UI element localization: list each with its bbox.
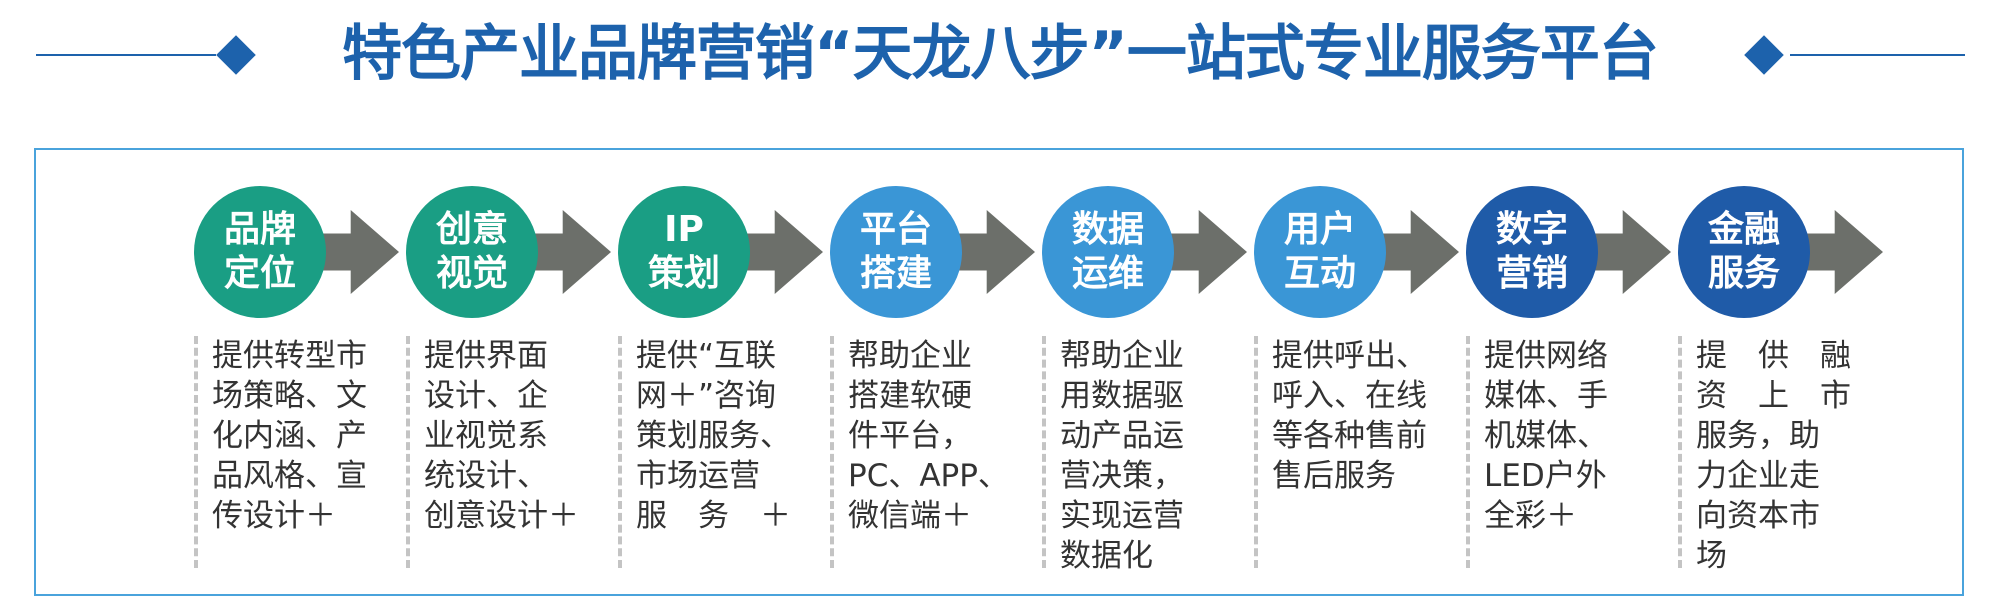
title-line-left [36, 54, 216, 56]
step-description-line: 策划服务、 [636, 418, 791, 454]
step-circle: 金融服务 [1678, 186, 1810, 318]
step-8: 金融服务提 供 融资 上 市服务，助力企业走向资本市场 [1678, 186, 1888, 574]
step-description: 帮助企业搭建软硬件平台， PC、APP、微信端＋ [830, 336, 1030, 568]
step-description-line: LED户外 [1484, 458, 1607, 494]
step-name-line: 运维 [1071, 253, 1144, 294]
step-description-line: 场 [1696, 538, 1727, 574]
title-line-right [1790, 54, 1965, 56]
step-description-line: 创意设计＋ [424, 498, 579, 534]
diamond-icon-right [1744, 35, 1784, 75]
step-description-line: 提供界面 [424, 338, 548, 374]
step-name-line: 创意 [435, 209, 508, 250]
step-description-line: 传设计＋ [212, 498, 336, 534]
step-name-line: 定位 [223, 253, 296, 294]
step-name-line: 数据 [1071, 209, 1144, 250]
step-description-line: 化内涵、产 [212, 418, 367, 454]
step-description-line: 业视觉系 [424, 418, 548, 454]
step-circle: 创意视觉 [406, 186, 538, 318]
step-description-line: 统设计、 [424, 458, 548, 494]
step-description-line: 品风格、宣 [212, 458, 367, 494]
step-description-line: 数据化 [1060, 538, 1153, 574]
step-description-line: 机媒体、 [1484, 418, 1608, 454]
step-name-line: 金融 [1707, 209, 1780, 250]
step-description: 提供界面设计、企业视觉系统设计、创意设计＋ [406, 336, 606, 568]
step-description-line: 设计、企 [424, 378, 548, 414]
step-name-line: IP [664, 209, 704, 250]
step-description: 提供“互联网＋”咨询策划服务、市场运营服 务 ＋ [618, 336, 818, 568]
step-name-line: 策划 [647, 253, 720, 294]
step-description-line: 提供转型市 [212, 338, 367, 374]
step-description-line: 提供“互联 [636, 338, 777, 374]
step-description: 提供网络媒体、手机媒体、 LED户外全彩＋ [1466, 336, 1666, 568]
step-circle: 数据运维 [1042, 186, 1174, 318]
step-description-line: 帮助企业 [1060, 338, 1184, 374]
step-circle: 数字营销 [1466, 186, 1598, 318]
step-4: 平台搭建帮助企业搭建软硬件平台， PC、APP、微信端＋ [830, 186, 1040, 568]
step-description-line: 动产品运 [1060, 418, 1184, 454]
step-name-line: 互动 [1283, 253, 1356, 294]
step-description-line: 提 供 融 [1696, 338, 1851, 374]
step-description: 提 供 融资 上 市服务，助力企业走向资本市场 [1678, 336, 1878, 574]
step-description-line: 场策略、文 [212, 378, 367, 414]
step-6: 用户互动提供呼出、呼入、在线等各种售前售后服务 [1254, 186, 1464, 568]
step-name-line: 搭建 [859, 253, 932, 294]
step-description-line: 向资本市 [1696, 498, 1820, 534]
step-circle: 平台搭建 [830, 186, 962, 318]
step-7: 数字营销提供网络媒体、手机媒体、 LED户外全彩＋ [1466, 186, 1676, 568]
step-description: 提供呼出、呼入、在线等各种售前售后服务 [1254, 336, 1454, 568]
step-name-line: 服务 [1707, 253, 1780, 294]
step-name-line: 视觉 [435, 253, 508, 294]
step-1: 品牌定位提供转型市场策略、文化内涵、产品风格、宣传设计＋ [194, 186, 404, 568]
step-5: 数据运维帮助企业用数据驱动产品运营决策， 实现运营数据化 [1042, 186, 1252, 574]
page-title: 特色产业品牌营销“天龙八步”一站式专业服务平台 [342, 19, 1659, 89]
step-description-line: 提供网络 [1484, 338, 1608, 374]
step-description-line: 市场运营 [636, 458, 760, 494]
step-description-line: 微信端＋ [848, 498, 972, 534]
step-description: 帮助企业用数据驱动产品运营决策， 实现运营数据化 [1042, 336, 1242, 574]
step-description-line: 实现运营 [1060, 498, 1184, 534]
title-row: 特色产业品牌营销“天龙八步”一站式专业服务平台 [0, 0, 2000, 110]
step-description-line: 搭建软硬 [848, 378, 972, 414]
step-description-line: 媒体、手 [1484, 378, 1608, 414]
step-description-line: 全彩＋ [1484, 498, 1577, 534]
step-description-line: 用数据驱 [1060, 378, 1184, 414]
step-description-line: 件平台， [848, 418, 972, 454]
step-description: 提供转型市场策略、文化内涵、产品风格、宣传设计＋ [194, 336, 394, 568]
diamond-icon-left [216, 35, 256, 75]
step-description-line: 服 务 ＋ [636, 498, 791, 534]
step-description-line: 服务，助 [1696, 418, 1820, 454]
step-name-line: 用户 [1283, 209, 1356, 250]
step-description-line: 提供呼出、 [1272, 338, 1427, 374]
step-description-line: 呼入、在线 [1272, 378, 1427, 414]
step-name-line: 平台 [859, 209, 932, 250]
step-description-line: 等各种售前 [1272, 418, 1427, 454]
step-name-line: 营销 [1495, 253, 1568, 294]
step-description-line: 力企业走 [1696, 458, 1820, 494]
step-name-line: 数字 [1495, 209, 1568, 250]
steps-panel: 品牌定位提供转型市场策略、文化内涵、产品风格、宣传设计＋创意视觉提供界面设计、企… [34, 148, 1964, 596]
step-circle: 用户互动 [1254, 186, 1386, 318]
step-description-line: PC、APP、 [848, 458, 1009, 494]
step-description-line: 售后服务 [1272, 458, 1396, 494]
step-description-line: 帮助企业 [848, 338, 972, 374]
step-description-line: 资 上 市 [1696, 378, 1851, 414]
step-name-line: 品牌 [223, 209, 296, 250]
step-description-line: 网＋”咨询 [636, 378, 777, 414]
step-2: 创意视觉提供界面设计、企业视觉系统设计、创意设计＋ [406, 186, 616, 568]
step-circle: 品牌定位 [194, 186, 326, 318]
step-description-line: 营决策， [1060, 458, 1184, 494]
